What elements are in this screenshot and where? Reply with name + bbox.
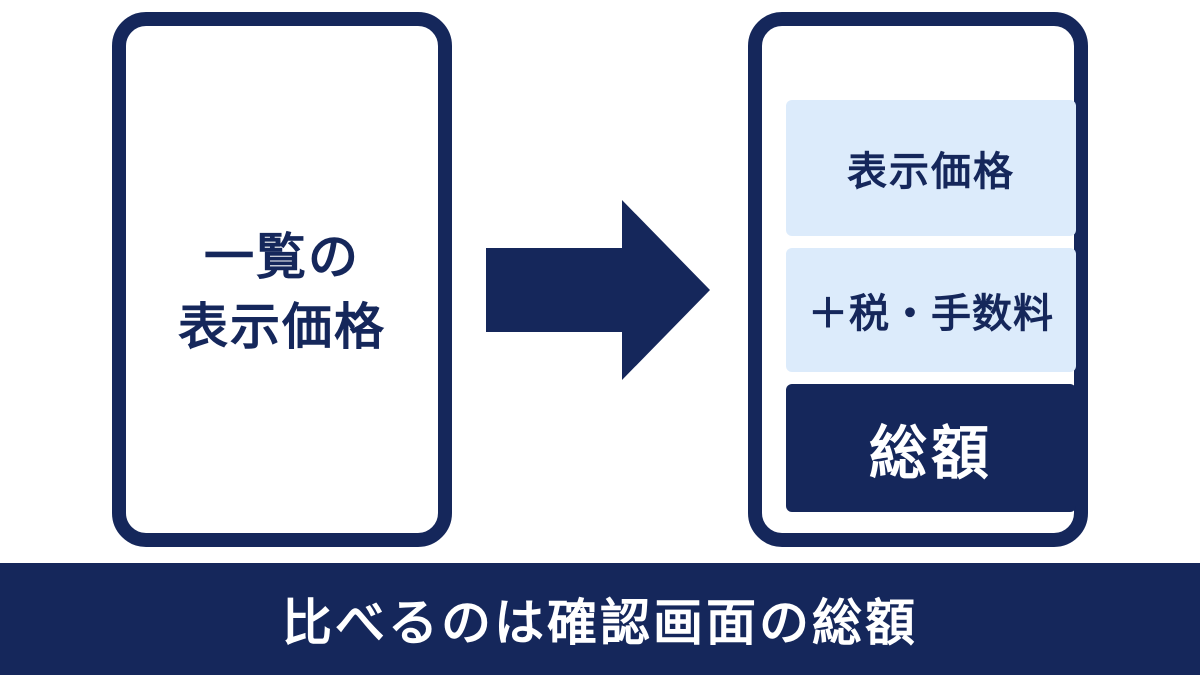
banner-message: 比べるのは確認画面の総額 — [282, 594, 918, 652]
list-price-label: 一覧の 表示価格 — [126, 222, 438, 362]
displayed-price-panel: 表示価格 — [786, 100, 1076, 236]
list-price-line-2: 表示価格 — [178, 298, 386, 356]
displayed-price-label: 表示価格 — [847, 149, 1015, 195]
list-price-phone: 一覧の 表示価格 — [112, 12, 452, 547]
tax-and-fees-label: ＋税・手数料 — [808, 291, 1054, 337]
right-arrow-icon — [486, 200, 710, 380]
bottom-banner: 比べるのは確認画面の総額 — [0, 563, 1200, 675]
tax-and-fees-panel: ＋税・手数料 — [786, 248, 1076, 372]
confirmation-screen-phone: 表示価格 ＋税・手数料 総額 — [748, 12, 1088, 547]
total-amount-label: 総額 — [868, 419, 993, 487]
total-amount-panel: 総額 — [786, 384, 1076, 512]
list-price-line-1: 一覧の — [204, 228, 360, 286]
